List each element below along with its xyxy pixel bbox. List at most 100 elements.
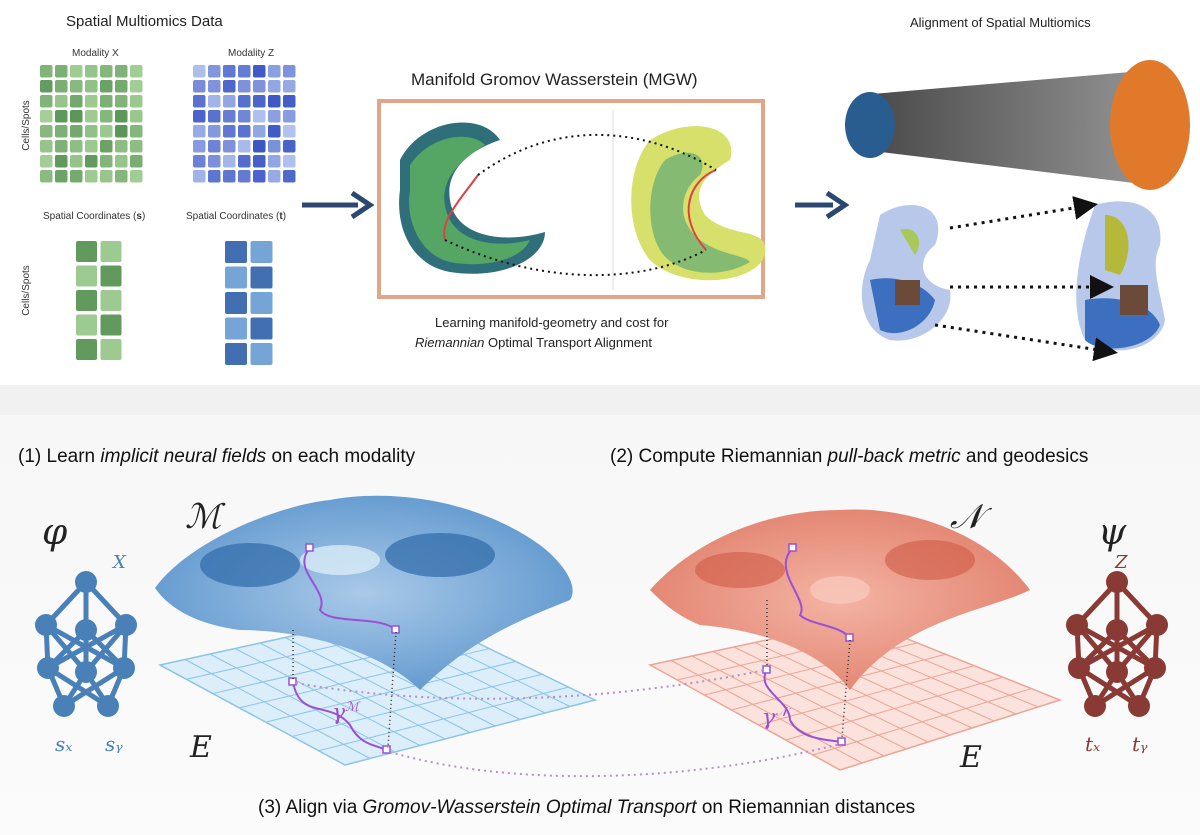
matrix-cell bbox=[225, 266, 247, 289]
matrix-cell bbox=[100, 339, 122, 360]
matrix-cell bbox=[55, 65, 68, 78]
matrix-cell bbox=[238, 155, 251, 168]
manifold-m-label: ℳ bbox=[185, 497, 222, 537]
matrix-cell bbox=[253, 65, 266, 78]
matrix-cell bbox=[130, 140, 143, 153]
spatial-multiomics-title: Spatial Multiomics Data bbox=[66, 13, 223, 30]
tissue-map-right bbox=[1076, 201, 1165, 351]
euclidean-e-right: E bbox=[960, 740, 982, 775]
matrix-cell bbox=[76, 241, 97, 262]
tissue-slice-right bbox=[631, 126, 766, 281]
network-node bbox=[1084, 695, 1106, 717]
matrix-cell bbox=[85, 80, 98, 93]
network-node bbox=[75, 661, 97, 683]
network-node bbox=[1068, 657, 1090, 679]
modality-x-label: Modality X bbox=[72, 48, 119, 59]
matrix-cell bbox=[208, 140, 221, 153]
matrix-cell bbox=[268, 125, 281, 138]
matrix-cell bbox=[193, 65, 206, 78]
matrix-cell bbox=[238, 65, 251, 78]
geodesic-n bbox=[784, 547, 851, 639]
matrix-cell bbox=[100, 140, 113, 153]
bottom-panel-bg bbox=[0, 415, 1200, 835]
spatial-coordinates-s-label: Spatial Coordinates (s) bbox=[43, 211, 146, 222]
matrix-cell bbox=[193, 125, 206, 138]
matrix-cell bbox=[70, 80, 83, 93]
matrix-cell bbox=[76, 314, 97, 336]
matrix-cell bbox=[223, 125, 236, 138]
modality-z-matrix bbox=[193, 65, 296, 183]
spatial-t-matrix bbox=[225, 241, 273, 365]
matrix-cell bbox=[115, 125, 128, 138]
cells-spots-label: Cells/Spots bbox=[20, 100, 32, 151]
matrix-cell bbox=[208, 95, 221, 108]
mgw-caption-line1: Learning manifold-geometry and cost for bbox=[435, 315, 669, 330]
matrix-cell bbox=[250, 343, 273, 365]
geodesic-gamma-m bbox=[292, 681, 388, 751]
matrix-cell bbox=[115, 155, 128, 168]
matrix-cell bbox=[40, 80, 53, 93]
matrix-cell bbox=[130, 110, 143, 123]
matrix-cell bbox=[55, 125, 68, 138]
matrix-cell bbox=[130, 125, 143, 138]
matrix-cell bbox=[85, 170, 98, 183]
matrix-cell bbox=[70, 110, 83, 123]
matrix-cell bbox=[70, 155, 83, 168]
phi-symbol: φ bbox=[42, 512, 68, 553]
matrix-cell bbox=[40, 110, 53, 123]
matrix-cell bbox=[100, 314, 122, 336]
network-node bbox=[75, 571, 97, 593]
network-node bbox=[1146, 614, 1168, 636]
neural-network-psi-icon bbox=[1066, 571, 1168, 717]
tx-input-label: tₓ bbox=[1085, 732, 1101, 756]
network-node bbox=[115, 614, 137, 636]
matrix-cell bbox=[238, 95, 251, 108]
matrix-cell bbox=[40, 140, 53, 153]
matrix-cell bbox=[253, 95, 266, 108]
matrix-cell bbox=[225, 292, 247, 314]
matrix-cell bbox=[238, 170, 251, 183]
matrix-cell bbox=[85, 155, 98, 168]
network-node bbox=[97, 695, 119, 717]
matrix-cell bbox=[100, 170, 113, 183]
matrix-cell bbox=[268, 80, 281, 93]
matrix-cell bbox=[115, 110, 128, 123]
matrix-cell bbox=[223, 65, 236, 78]
sy-input-label: sᵧ bbox=[105, 732, 123, 756]
matrix-cell bbox=[223, 170, 236, 183]
matrix-cell bbox=[100, 265, 122, 287]
gamma-n-label: γ𝒩 bbox=[762, 705, 788, 731]
matrix-cell bbox=[238, 80, 251, 93]
matrix-cell bbox=[55, 170, 68, 183]
z-output-label: Z bbox=[1115, 552, 1128, 573]
matrix-cell bbox=[40, 170, 53, 183]
matrix-cell bbox=[130, 155, 143, 168]
matrix-cell bbox=[85, 125, 98, 138]
network-node bbox=[1066, 614, 1088, 636]
spatial-coordinates-t-label: Spatial Coordinates (t) bbox=[186, 211, 287, 222]
arrow-right-icon bbox=[795, 190, 850, 220]
matrix-cell bbox=[268, 155, 281, 168]
matrix-cell bbox=[208, 80, 221, 93]
matrix-cell bbox=[253, 110, 266, 123]
modality-x-matrix bbox=[40, 65, 143, 183]
matrix-cell bbox=[115, 80, 128, 93]
network-node bbox=[35, 614, 57, 636]
matrix-cell bbox=[193, 170, 206, 183]
matrix-cell bbox=[85, 95, 98, 108]
matrix-cell bbox=[253, 140, 266, 153]
matrix-cell bbox=[70, 140, 83, 153]
matrix-cell bbox=[250, 292, 273, 314]
network-node bbox=[1128, 695, 1150, 717]
matrix-cell bbox=[283, 110, 296, 123]
matrix-cell bbox=[76, 265, 97, 287]
gamma-m-label: γℳ bbox=[332, 700, 360, 726]
network-node bbox=[37, 657, 59, 679]
matrix-cell bbox=[268, 95, 281, 108]
psi-symbol: ψ bbox=[1098, 512, 1127, 553]
sx-input-label: sₓ bbox=[55, 732, 73, 756]
matrix-cell bbox=[283, 80, 296, 93]
matrix-cell bbox=[223, 80, 236, 93]
matrix-cell bbox=[283, 95, 296, 108]
matrix-cell bbox=[130, 170, 143, 183]
